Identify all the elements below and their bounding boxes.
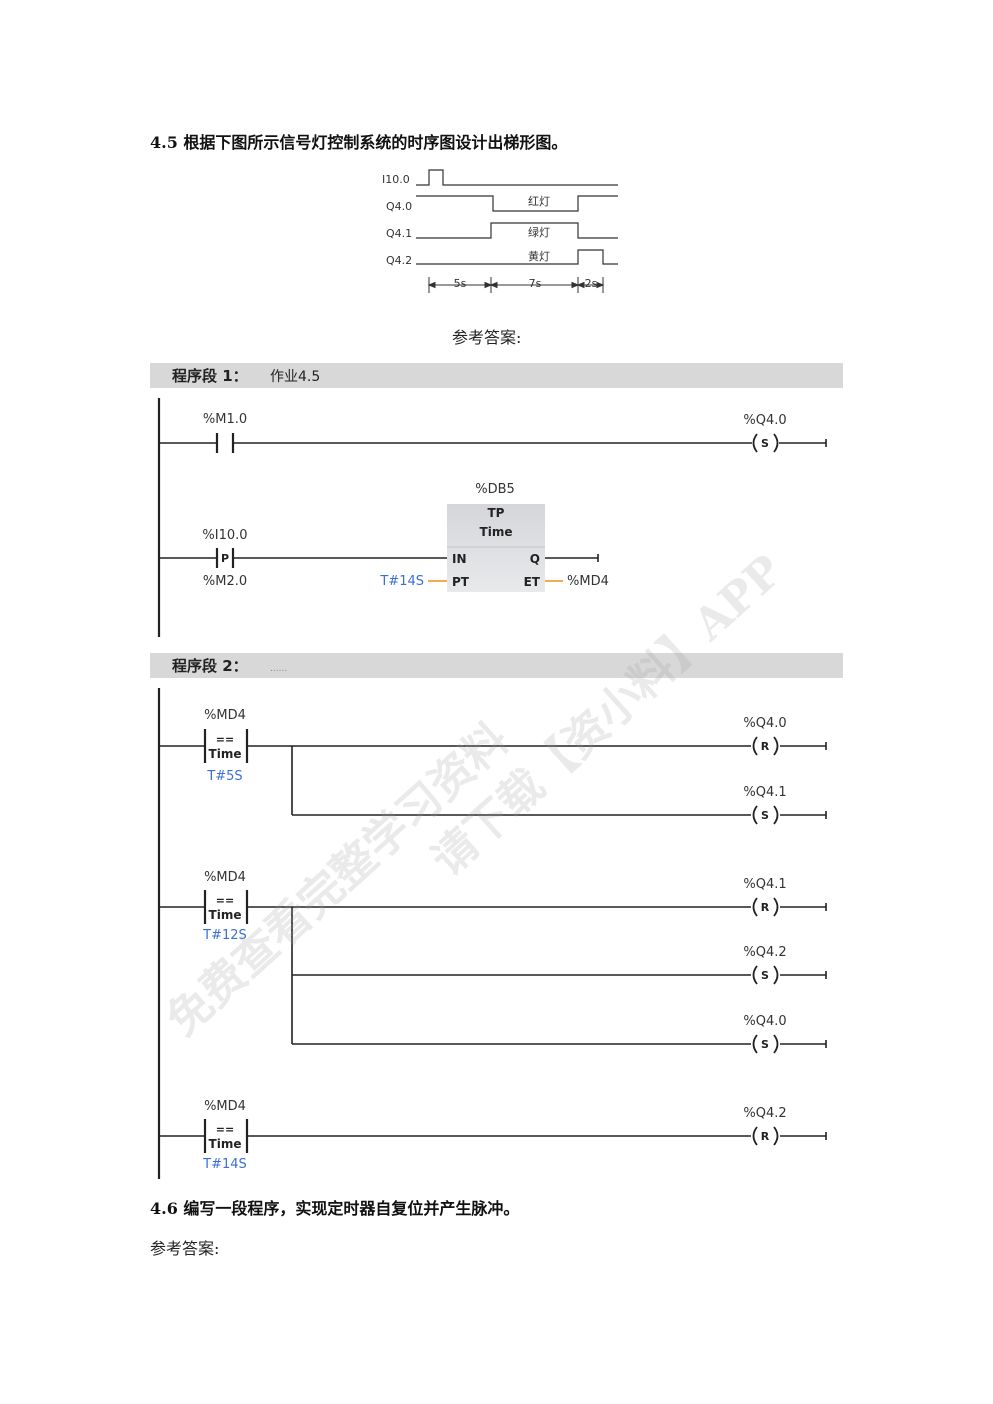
duration-2s: 2s: [585, 277, 598, 290]
duration-7s: 7s: [529, 277, 542, 290]
waveform-i10-0: [416, 169, 618, 186]
compare-operand: %MD4: [204, 1099, 246, 1114]
timer-db-address: %DB5: [475, 482, 515, 497]
timer-pin-in: IN: [452, 552, 467, 566]
timer-pin-q: Q: [530, 552, 540, 566]
compare-time-12s: %MD4 == Time T#12S: [202, 870, 247, 943]
segment-1-comment: 作业4.5: [270, 369, 320, 385]
signal-label-q4-1: Q4.1: [386, 227, 412, 240]
timer-et-output: %MD4: [567, 574, 609, 589]
coil-type: R: [761, 901, 770, 914]
compare-op: ==: [216, 894, 234, 907]
coil-address: %Q4.2: [743, 945, 786, 960]
compare-type: Time: [209, 908, 242, 922]
p-contact-address: %I10.0: [202, 528, 247, 543]
coil-address: %Q4.0: [743, 1014, 786, 1029]
waveform-q4-2: [416, 249, 618, 265]
compare-time-14s: %MD4 == Time T#14S: [202, 1099, 247, 1172]
timer-pin-et: ET: [524, 575, 541, 589]
tp-timer-block: [447, 504, 545, 592]
lamp-label-green: 绿灯: [528, 225, 550, 239]
signal-label-i10-0: I10.0: [382, 173, 410, 186]
compare-op: ==: [216, 733, 234, 746]
coil-type: S: [761, 809, 769, 822]
coil-type: S: [761, 969, 769, 982]
coil-address: %Q4.0: [743, 716, 786, 731]
compare-type: Time: [209, 747, 242, 761]
waveform-q4-1: [416, 222, 618, 239]
timer-block-type: TP: [488, 506, 505, 520]
signal-label-q4-0: Q4.0: [386, 200, 412, 213]
coil-q4-0-type: S: [761, 437, 769, 450]
timer-block-subtype: Time: [480, 525, 513, 539]
segment-1-header: [150, 363, 843, 388]
segment-2-header: [150, 653, 843, 678]
compare-op: ==: [216, 1123, 234, 1136]
timer-pin-pt: PT: [452, 575, 470, 589]
compare-value: T#14S: [202, 1157, 247, 1172]
compare-operand: %MD4: [204, 708, 246, 723]
duration-5s: 5s: [454, 277, 467, 290]
answer-label-4-5: 参考答案:: [452, 328, 522, 347]
timer-pt-value: T#14S: [379, 574, 424, 589]
lamp-label-red: 红灯: [528, 195, 550, 208]
compare-value: T#12S: [202, 928, 247, 943]
lamp-label-yellow: 黄灯: [528, 249, 550, 263]
coil-type: S: [761, 1038, 769, 1051]
p-contact-memory: %M2.0: [203, 574, 247, 589]
compare-type: Time: [209, 1137, 242, 1151]
ladder-diagram: 程序段 1： 作业4.5 %M1.0 S %Q4.0 P %I10.0 %M2.…: [150, 363, 843, 1179]
segment-1-title: 程序段 1：: [172, 367, 248, 385]
coil-type: R: [761, 1130, 770, 1143]
p-contact-label: P: [221, 552, 229, 565]
answer-label-4-6: 参考答案:: [150, 1239, 220, 1258]
segment-2-comment: ......: [270, 664, 287, 674]
duration-dimension: [427, 277, 605, 293]
coil-address: %Q4.1: [743, 785, 786, 800]
coil-type: R: [761, 740, 770, 753]
contact-m1-0-address: %M1.0: [203, 412, 247, 427]
coil-address: %Q4.2: [743, 1106, 786, 1121]
coil-address: %Q4.1: [743, 877, 786, 892]
question-4-6-title: 4.6 编写一段程序，实现定时器自复位并产生脉冲。: [150, 1199, 520, 1218]
timing-diagram: I10.0 Q4.0 Q4.1 Q4.2 红灯 绿灯 黄灯 5s 7s 2s: [382, 169, 618, 293]
compare-operand: %MD4: [204, 870, 246, 885]
question-4-5-title: 4.5 根据下图所示信号灯控制系统的时序图设计出梯形图。: [150, 133, 568, 152]
waveform-q4-0: [416, 195, 618, 212]
compare-time-5s: %MD4 == Time T#5S: [204, 708, 246, 784]
coil-q4-0-set: [751, 433, 780, 453]
signal-label-q4-2: Q4.2: [386, 254, 412, 267]
coil-q4-0-address: %Q4.0: [743, 413, 786, 428]
compare-value: T#5S: [206, 769, 242, 784]
segment-2-title: 程序段 2：: [172, 657, 248, 675]
